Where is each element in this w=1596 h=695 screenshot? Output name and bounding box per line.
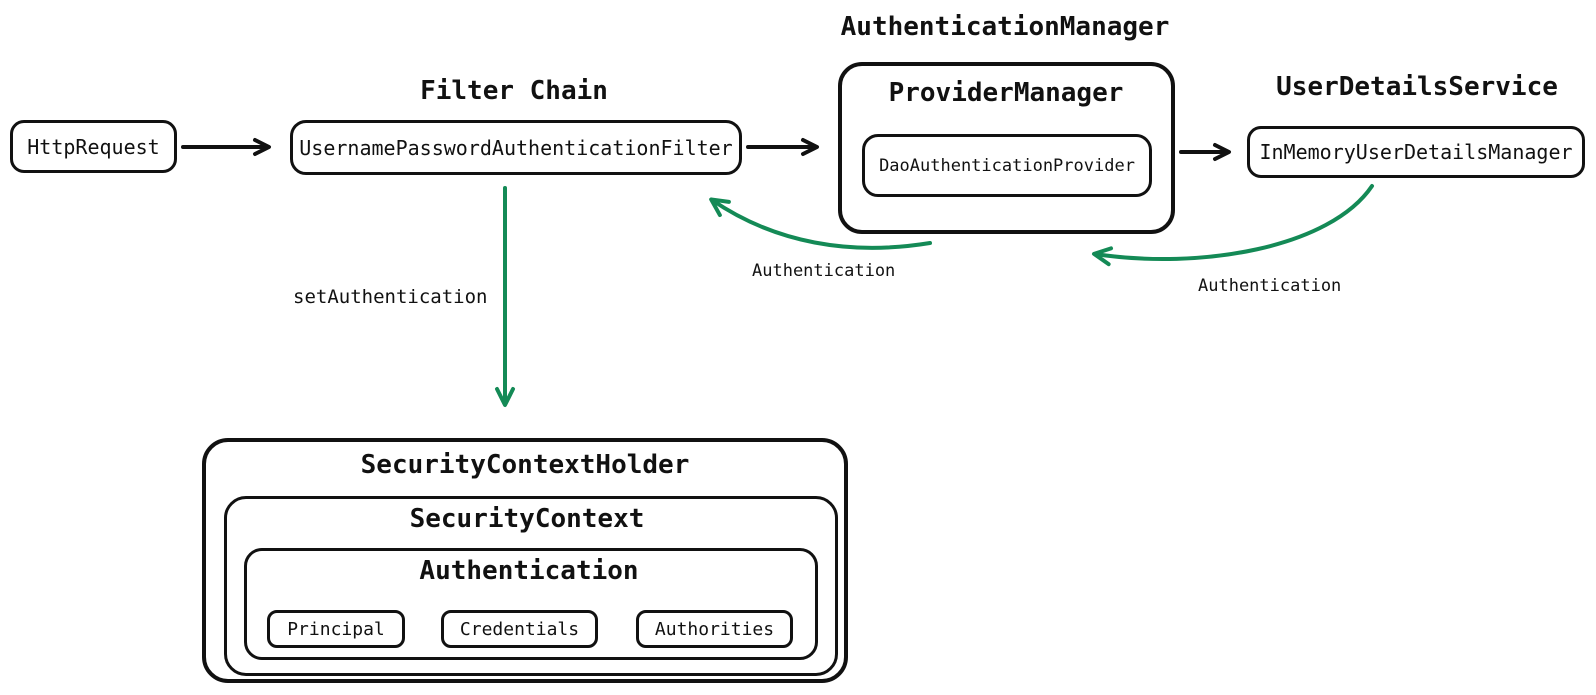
dao-authentication-provider-box: DaoAuthenticationProvider [862,134,1152,197]
authentication-title: Authentication [419,556,639,586]
username-password-authentication-filter-box: UsernamePasswordAuthenticationFilter [290,120,742,175]
security-context-holder-box [202,438,848,683]
authentication-label-right: Authentication [1198,276,1342,296]
security-context-box [224,496,838,676]
security-context-title: SecurityContext [409,504,645,534]
provider-manager-title: ProviderManager [888,78,1124,108]
credentials-box: Credentials [441,610,598,648]
http-request-box: HttpRequest [10,120,177,173]
provider-manager-box [838,62,1175,234]
principal-box: Principal [267,610,405,648]
filter-chain-title: Filter Chain [420,76,608,106]
set-authentication-label: setAuthentication [293,286,488,308]
user-details-service-title: UserDetailsService [1276,72,1558,102]
authorities-box: Authorities [636,610,793,648]
authentication-box [244,548,818,660]
in-memory-user-details-manager-box: InMemoryUserDetailsManager [1247,126,1585,178]
authentication-label-left: Authentication [752,261,896,281]
authentication-manager-title: AuthenticationManager [840,12,1170,42]
security-context-holder-title: SecurityContextHolder [360,450,690,480]
